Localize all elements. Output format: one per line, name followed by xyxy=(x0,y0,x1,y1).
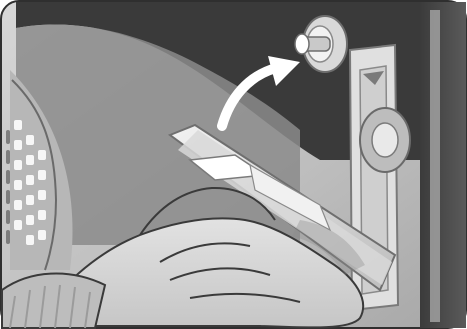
right-panel xyxy=(420,2,466,328)
round-fitting xyxy=(360,108,410,172)
right-panel-highlight xyxy=(430,10,440,322)
